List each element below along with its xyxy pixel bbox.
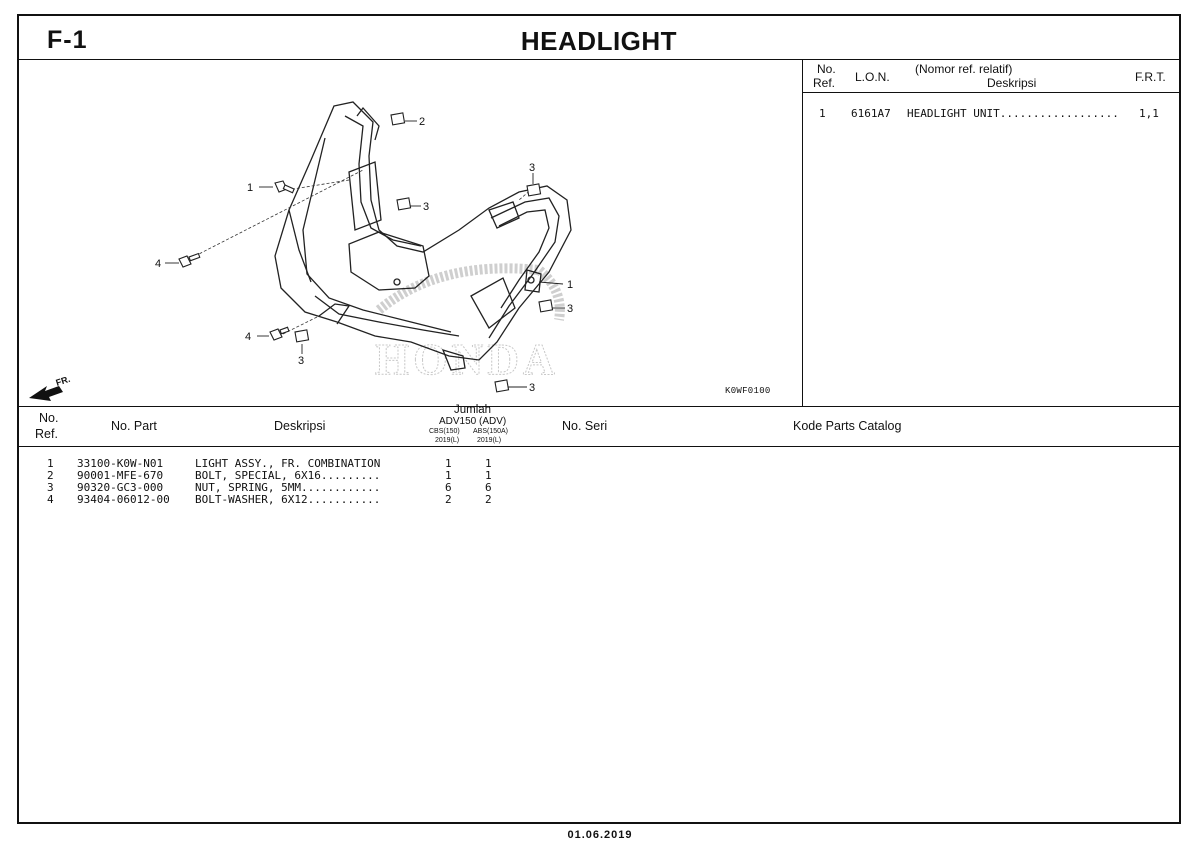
section-code: F-1 — [47, 26, 88, 54]
wing-logo-watermark — [375, 263, 565, 321]
parts-row-qty-cbs: 1 — [445, 457, 452, 470]
parts-row-qty-cbs: 2 — [445, 493, 452, 506]
lon-header-lon: L.O.N. — [855, 70, 890, 84]
headlight-unit — [274, 101, 572, 371]
parts-header-cbs-year: 2019(L) — [435, 437, 460, 444]
parts-header-serial: No. Seri — [562, 419, 608, 433]
parts-row: 2 90001-MFE-670 BOLT, SPECIAL, 6X16.....… — [19, 470, 1179, 482]
spring-nut-part-3 — [396, 197, 412, 211]
bolt-washer-part-4-upper — [178, 252, 201, 268]
parts-list: 1 33100-K0W-N01 LIGHT ASSY., FR. COMBINA… — [19, 458, 1179, 506]
lon-table-header: No. Ref. L.O.N. (Nomor ref. relatif) Des… — [803, 60, 1179, 93]
parts-row-part-no: 90001-MFE-670 — [77, 469, 164, 482]
lon-header-desc: Deskripsi — [987, 76, 1037, 90]
page-title: HEADLIGHT — [520, 26, 678, 56]
parts-row-desc: NUT, SPRING, 5MM............ — [195, 481, 381, 494]
parts-row-qty-abs: 6 — [485, 481, 492, 494]
parts-row: 4 93404-06012-00 BOLT-WASHER, 6X12......… — [19, 494, 1179, 506]
callout-3: 3 — [529, 162, 535, 174]
parts-header-qty: Jumlah — [454, 404, 492, 416]
spring-nut-part-3 — [538, 299, 554, 313]
callout-3: 3 — [529, 382, 535, 394]
parts-table-header: No. Ref. No. Part Deskripsi Jumlah ADV15… — [19, 404, 1179, 447]
figure-code: K0WF0100 — [725, 386, 771, 396]
lon-header-frt: F.R.T. — [1135, 70, 1166, 84]
parts-header-no: No. — [39, 411, 59, 425]
callout-3: 3 — [567, 303, 573, 315]
page-frame: F-1 HEADLIGHT HONDA — [17, 14, 1181, 824]
parts-header-model: ADV150 (ADV) — [439, 416, 507, 427]
parts-row-desc: BOLT, SPECIAL, 6X16......... — [195, 469, 381, 482]
bolt-washer-part-4-lower — [269, 326, 290, 341]
spring-nut-part-3 — [526, 183, 542, 197]
headlight-exploded-drawing: HONDA — [29, 101, 573, 401]
parts-row-part-no: 93404-06012-00 — [77, 493, 170, 506]
parts-header-abs-year: 2019(L) — [477, 437, 502, 444]
callout-2: 1 — [247, 182, 253, 194]
callout-4: 4 — [245, 331, 251, 343]
exploded-view-illustration: HONDA — [19, 60, 803, 406]
lon-row-frt: 1,1 — [1139, 107, 1159, 120]
parts-row-qty-cbs: 6 — [445, 481, 452, 494]
parts-row-part-no: 90320-GC3-000 — [77, 481, 164, 494]
parts-row-desc: LIGHT ASSY., FR. COMBINATION — [195, 457, 381, 470]
bolt-special-part-2 — [274, 180, 295, 194]
page-header: F-1 HEADLIGHT — [19, 16, 1179, 60]
lon-table: No. Ref. L.O.N. (Nomor ref. relatif) Des… — [803, 60, 1179, 406]
parts-row-qty-abs: 2 — [485, 493, 492, 506]
parts-row-ref: 2 — [47, 469, 54, 482]
footer-date: 01.06.2019 — [567, 829, 633, 841]
parts-header-desc: Deskripsi — [274, 419, 326, 433]
parts-row-part-no: 33100-K0W-N01 — [77, 457, 164, 470]
callout-3: 3 — [298, 355, 304, 367]
parts-header-catalog: Kode Parts Catalog — [793, 419, 902, 433]
callout-4: 4 — [155, 258, 161, 270]
parts-row-qty-abs: 1 — [485, 457, 492, 470]
spring-nut-part-3 — [494, 379, 510, 393]
parts-row: 1 33100-K0W-N01 LIGHT ASSY., FR. COMBINA… — [19, 458, 1179, 470]
leader-lines — [194, 169, 534, 335]
front-direction-arrow: FR. — [29, 374, 71, 401]
parts-header-abs: ABS(150A) — [473, 428, 509, 435]
direction-label: FR. — [55, 374, 72, 388]
parts-row-ref: 1 — [47, 457, 54, 470]
lon-header-desc-note: (Nomor ref. relatif) — [915, 62, 1013, 76]
callout-3: 2 — [419, 116, 425, 128]
callout-3: 3 — [423, 201, 429, 213]
spring-nut-part-3 — [294, 329, 310, 343]
lon-row-ref: 1 — [819, 107, 826, 120]
lon-row-code: 6161A7 — [851, 107, 891, 120]
parts-row: 3 90320-GC3-000 NUT, SPRING, 5MM........… — [19, 482, 1179, 494]
honda-watermark: HONDA — [375, 335, 559, 384]
parts-header-part-no: No. Part — [111, 419, 157, 433]
lon-header-ref: Ref. — [813, 76, 836, 90]
parts-header-ref: Ref. — [35, 427, 58, 441]
lon-header-no: No. — [817, 62, 836, 76]
parts-row-qty-cbs: 1 — [445, 469, 452, 482]
parts-row-ref: 4 — [47, 493, 54, 506]
parts-row-ref: 3 — [47, 481, 54, 494]
parts-row-qty-abs: 1 — [485, 469, 492, 482]
parts-header-cbs: CBS(150) — [429, 428, 460, 435]
parts-row-desc: BOLT-WASHER, 6X12........... — [195, 493, 381, 506]
spring-nut-part-3 — [390, 112, 406, 126]
lon-row-desc: HEADLIGHT UNIT.................. — [907, 107, 1119, 120]
callout-1: 1 — [567, 279, 573, 291]
